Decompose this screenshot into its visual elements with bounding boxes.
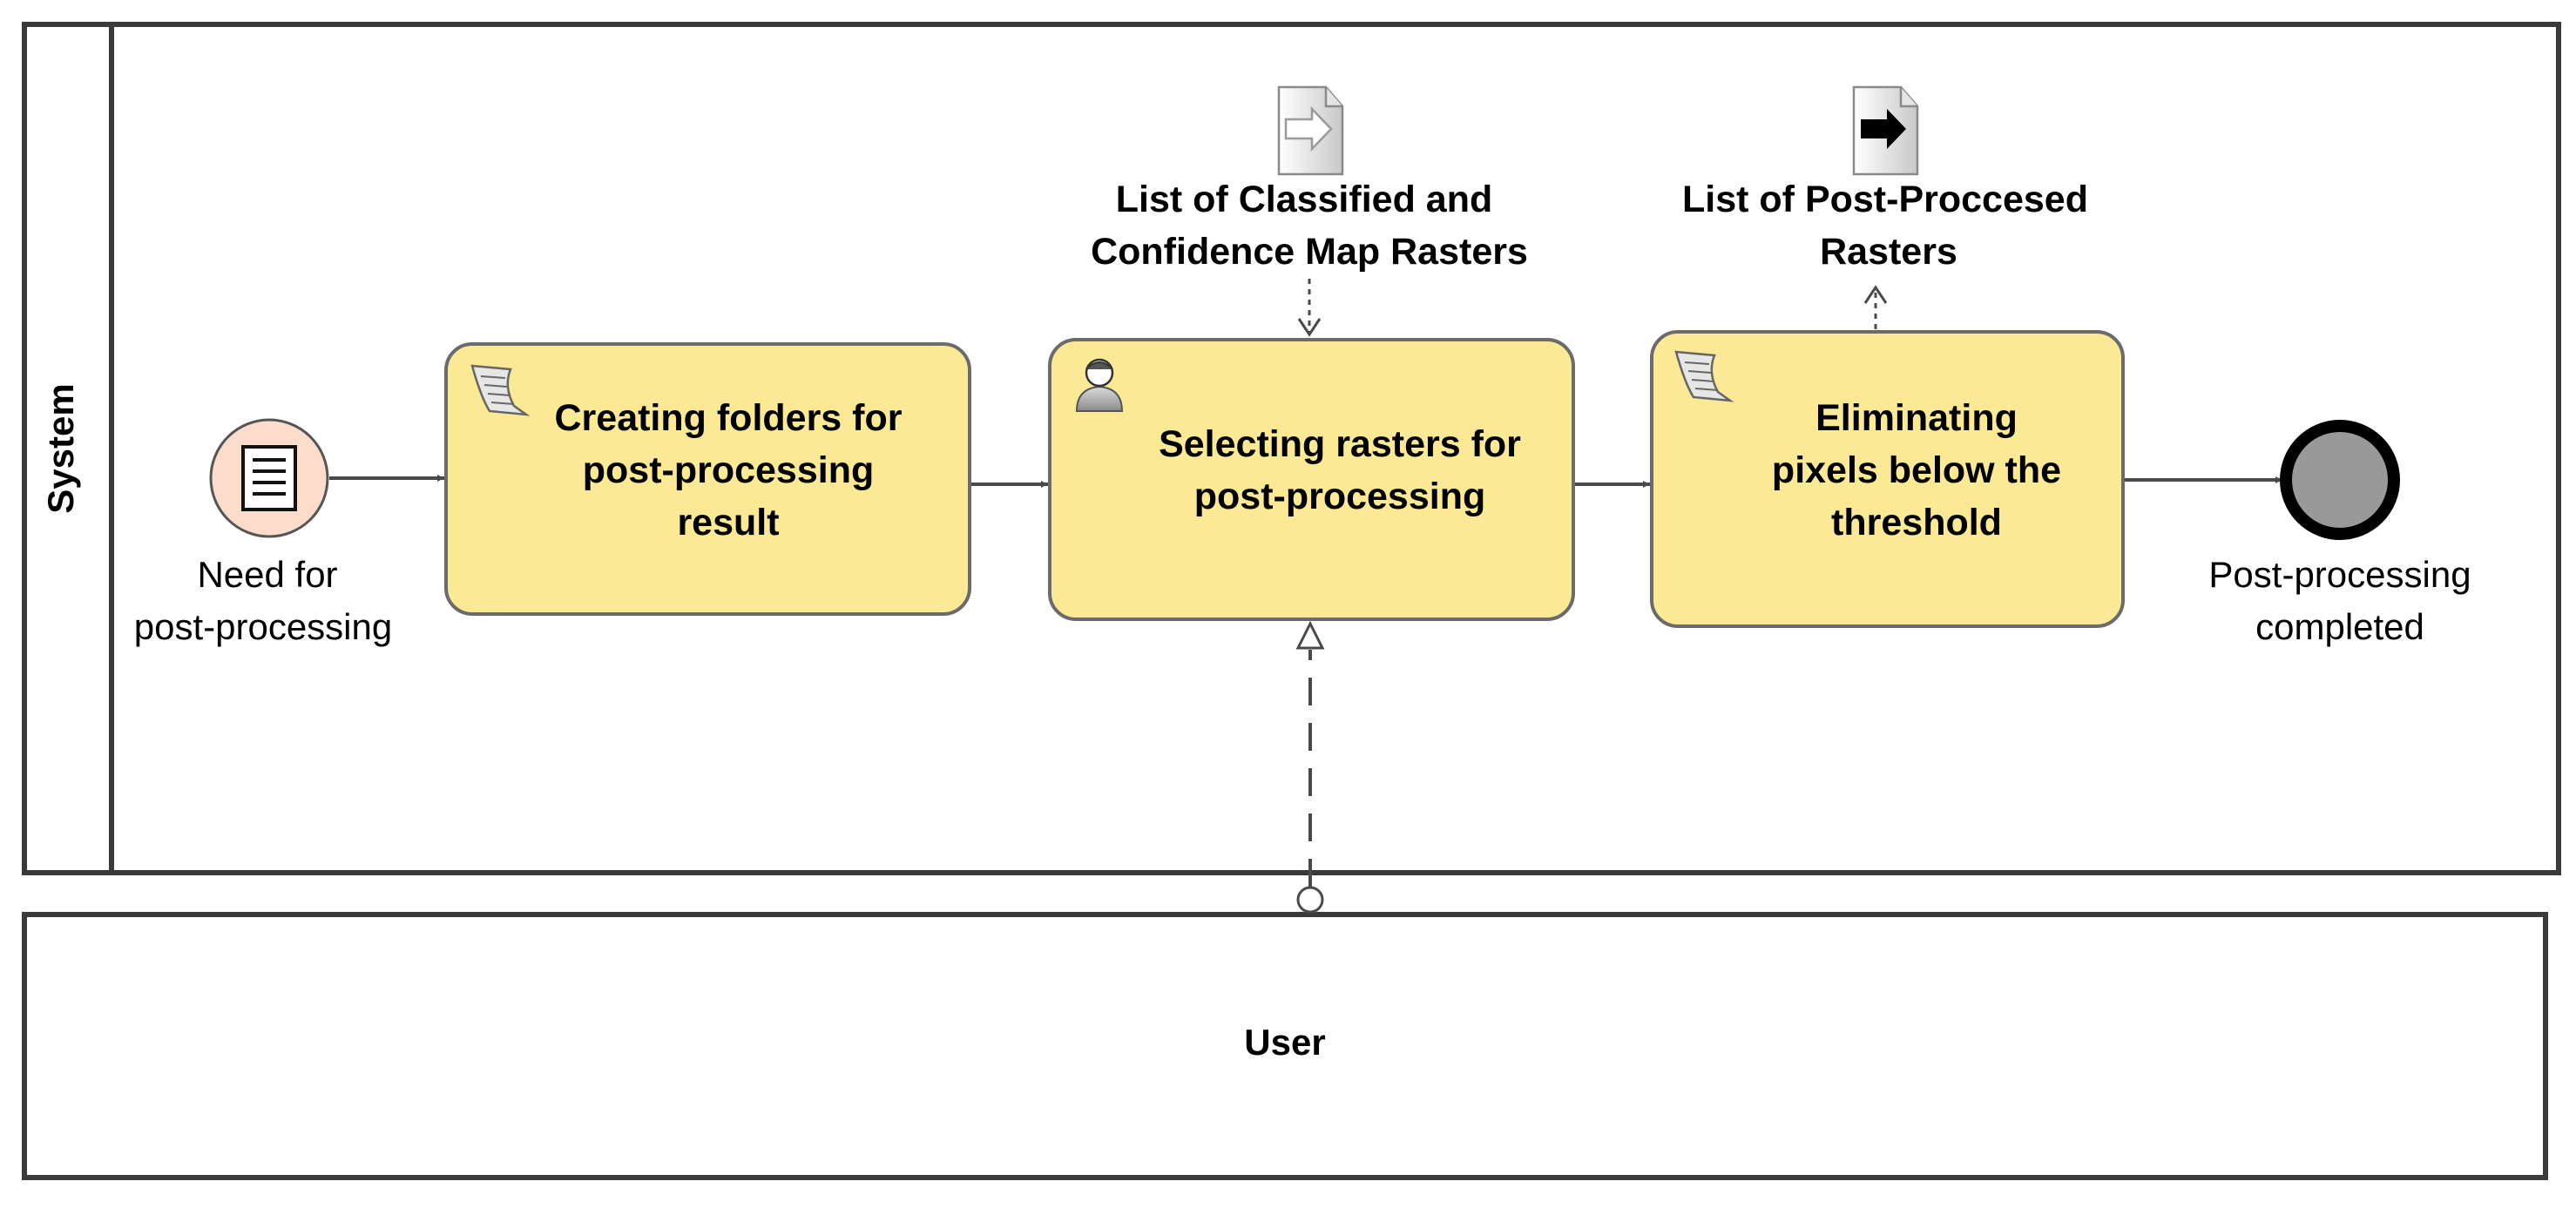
message-document-icon bbox=[241, 445, 297, 511]
start-event-label: post-processing bbox=[134, 606, 392, 647]
task-label: threshold bbox=[1831, 502, 2002, 543]
user-icon bbox=[1075, 358, 1124, 412]
script-icon bbox=[1674, 350, 1734, 402]
data-object-label: List of Classified and bbox=[1116, 179, 1492, 220]
data-input-icon bbox=[1277, 85, 1344, 176]
task-label: post-processing bbox=[1194, 476, 1486, 517]
task-label: pixels below the bbox=[1772, 449, 2061, 491]
start-event[interactable] bbox=[209, 418, 329, 538]
end-event-label: completed bbox=[2255, 606, 2424, 647]
task-label: Selecting rasters for bbox=[1159, 423, 1521, 465]
message-flow-user-to-selecting[interactable] bbox=[1295, 620, 1325, 914]
association-eliminating-to-output[interactable] bbox=[1863, 285, 1888, 329]
data-output-object[interactable]: List of Post-Proccesed Rasters bbox=[1682, 85, 2088, 273]
task-label: post-processing bbox=[583, 449, 875, 491]
end-event-label: Post-processing bbox=[2208, 554, 2471, 595]
data-input-object[interactable]: List of Classified and Confidence Map Ra… bbox=[1091, 85, 1528, 273]
task-selecting-rasters[interactable]: Selecting rasters for post-processing bbox=[1048, 338, 1575, 621]
data-output-icon bbox=[1852, 85, 1919, 176]
data-object-label: Rasters bbox=[1820, 231, 1957, 273]
user-lane: User bbox=[22, 912, 2548, 1180]
end-event[interactable] bbox=[2280, 420, 2400, 540]
task-label: Creating folders for bbox=[555, 397, 903, 439]
task-label: result bbox=[677, 502, 779, 543]
system-lane-label: System bbox=[40, 383, 81, 513]
association-input-to-selecting[interactable] bbox=[1297, 279, 1322, 337]
data-object-label: Confidence Map Rasters bbox=[1091, 231, 1528, 273]
task-creating-folders[interactable]: Creating folders for post-processing res… bbox=[444, 342, 971, 616]
user-lane-label: User bbox=[1244, 1022, 1325, 1063]
task-label: Eliminating bbox=[1815, 397, 2018, 439]
script-icon bbox=[470, 364, 531, 416]
task-eliminating-pixels[interactable]: Eliminating pixels below the threshold bbox=[1650, 330, 2125, 628]
data-object-label: List of Post-Proccesed bbox=[1682, 179, 2088, 220]
start-event-label: Need for bbox=[197, 554, 337, 595]
